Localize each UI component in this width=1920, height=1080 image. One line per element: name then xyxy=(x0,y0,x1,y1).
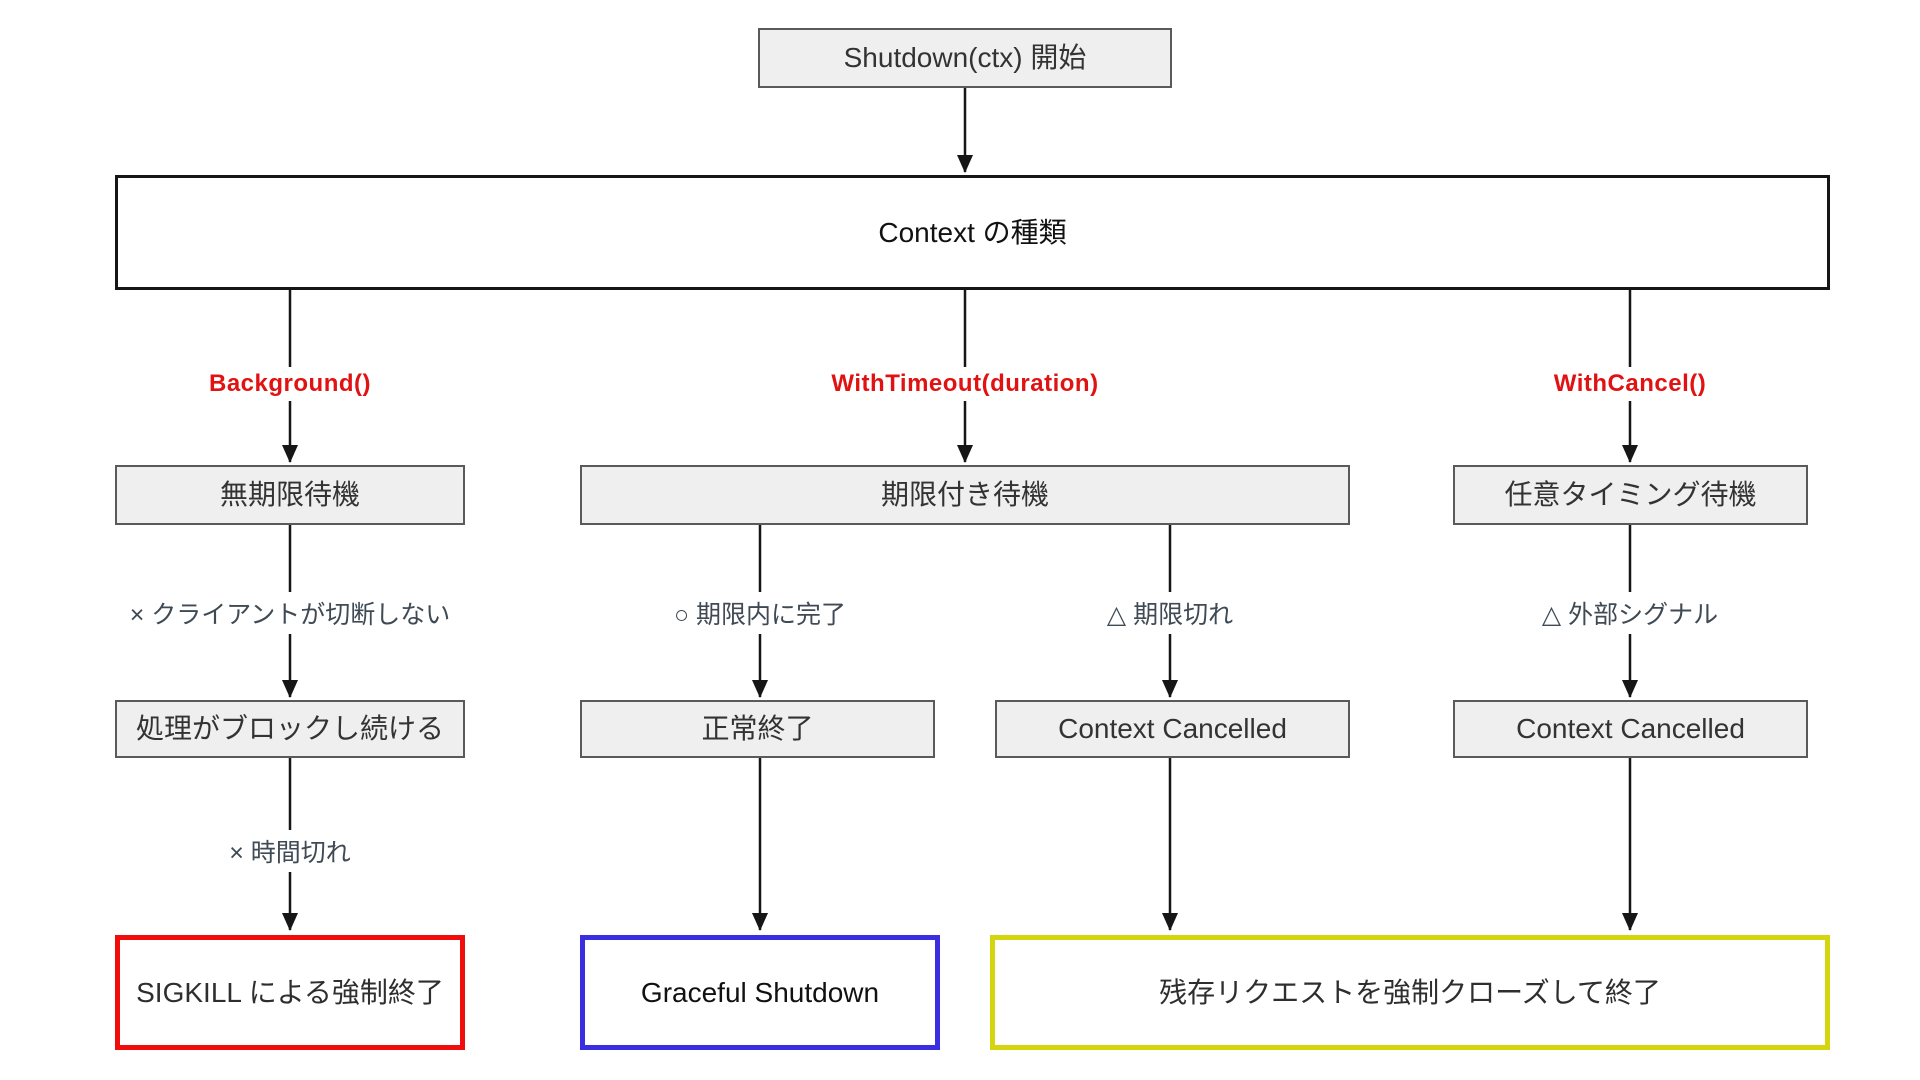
node-shutdown-start: Shutdown(ctx) 開始 xyxy=(758,28,1172,88)
node-indefinite-wait: 無期限待機 xyxy=(115,465,465,525)
node-arbitrary-wait: 任意タイミング待機 xyxy=(1453,465,1808,525)
node-force-close-end: 残存リクエストを強制クローズして終了 xyxy=(990,935,1830,1050)
edge-label-with-timeout-fn: WithTimeout(duration) xyxy=(821,367,1109,401)
edge-label-external-signal: △ 外部シグナル xyxy=(1531,592,1729,634)
node-context-type: Context の種類 xyxy=(115,175,1830,290)
node-sigkill-end: SIGKILL による強制終了 xyxy=(115,935,465,1050)
edge-label-deadline-exceeded: △ 期限切れ xyxy=(1096,592,1244,634)
node-normal-exit: 正常終了 xyxy=(580,700,935,758)
node-keeps-blocking: 処理がブロックし続ける xyxy=(115,700,465,758)
edge-label-time-up: × 時間切れ xyxy=(219,830,361,872)
node-context-cancelled-timeout: Context Cancelled xyxy=(995,700,1350,758)
edge-label-done-within-deadline: ○ 期限内に完了 xyxy=(663,592,857,634)
edge-label-with-cancel-fn: WithCancel() xyxy=(1543,367,1717,401)
edge-label-client-no-disconnect: × クライアントが切断しない xyxy=(119,592,461,634)
node-graceful-shutdown: Graceful Shutdown xyxy=(580,935,940,1050)
node-deadline-wait: 期限付き待機 xyxy=(580,465,1350,525)
edge-label-background-fn: Background() xyxy=(199,367,381,401)
node-context-cancelled-signal: Context Cancelled xyxy=(1453,700,1808,758)
